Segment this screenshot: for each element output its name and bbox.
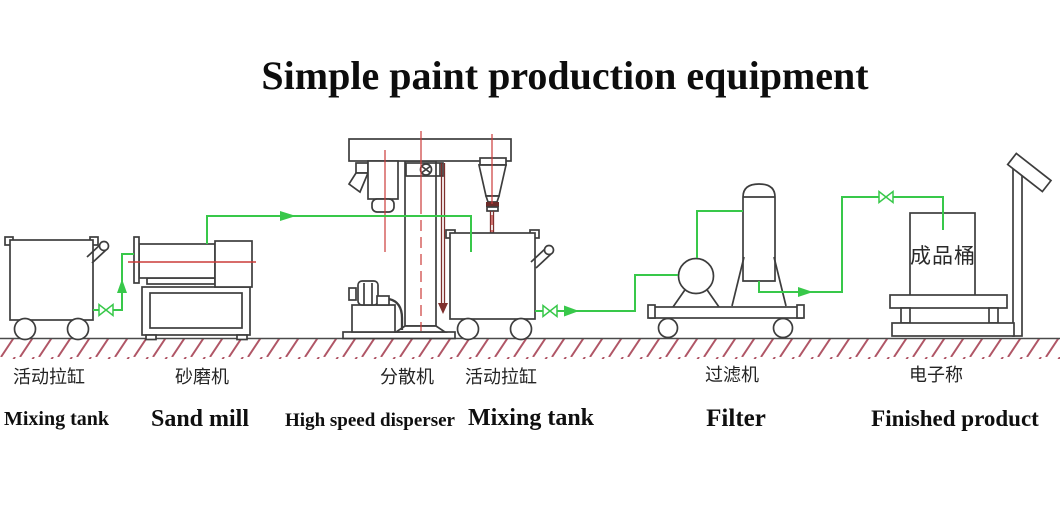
sandmill-foot-left: [145, 334, 157, 341]
flow-arrow-right-icon-2: [564, 305, 579, 317]
scale-display: [1006, 152, 1053, 193]
label-cn-mixing-tank-2: 活动拉缸: [465, 367, 537, 388]
disperser-bracket-arm: [347, 172, 370, 194]
tank1-body: [9, 239, 94, 321]
flow-pipe-4: [696, 210, 743, 258]
disperser-pump-pipe: [388, 297, 404, 330]
diagram-title: Simple paint production equipment: [261, 53, 869, 98]
tank2-spout: [530, 244, 555, 269]
disperser-baseplate: [342, 331, 456, 340]
filter-cart-endcap-left: [647, 304, 656, 319]
label-en-sand-mill: Sand mill: [150, 406, 250, 432]
valve-icon-2: [542, 303, 552, 319]
scale-post: [1012, 164, 1023, 337]
tank1-wheel-left: [13, 317, 37, 341]
disperser-pump-tab: [348, 287, 357, 301]
label-cn-filter: 过滤机: [705, 365, 759, 386]
flow-arrow-up-icon: [117, 279, 127, 293]
filter-leg-right: [773, 256, 787, 307]
disperser-chuck-ring: [486, 206, 499, 212]
disperser-pump-port: [376, 295, 390, 306]
filter-pump: [677, 257, 715, 295]
label-cn-electronic-scale: 电子称: [909, 365, 963, 386]
tank1-spout: [86, 240, 110, 264]
barrel-label: 成品桶: [910, 244, 976, 268]
high-speed-disperser: [342, 131, 517, 340]
filter: [647, 183, 805, 339]
flow-lines: [93, 189, 944, 319]
sandmill-lip: [146, 277, 216, 285]
sandmill-motor-box: [214, 240, 253, 288]
valve-icon-1: [98, 302, 108, 318]
sandmill-base-inner: [149, 292, 243, 329]
sand-mill: [128, 236, 256, 341]
tank2-body: [449, 232, 536, 320]
disperser-chuck: [486, 202, 499, 207]
filter-column: [742, 183, 776, 282]
label-cn-mixing-tank-1: 活动拉缸: [13, 367, 85, 388]
flow-arrow-right-icon-3: [798, 287, 813, 297]
mixing-tank-2: [445, 229, 555, 341]
filter-leg-left: [731, 256, 745, 307]
sandmill-foot-right: [236, 334, 248, 341]
disperser-motor-cap: [371, 198, 395, 213]
disperser-bracket: [355, 162, 369, 174]
filter-wheel-right: [772, 317, 794, 339]
label-en-mixing-tank-1: Mixing tank: [4, 408, 110, 430]
scale-leg-right: [988, 307, 999, 324]
tank2-wheel-right: [509, 317, 533, 341]
valve-icon-3: [878, 189, 888, 205]
scale-leg-left: [900, 307, 911, 324]
scale-platform-bottom: [891, 322, 1015, 337]
filter-cart-deck: [649, 306, 803, 319]
flow-pipe-2: [206, 215, 472, 252]
sandmill-cylinder: [138, 243, 216, 279]
tank2-wheel-left: [456, 317, 480, 341]
label-en-mixing-tank-2: Mixing tank: [467, 405, 595, 431]
ground: [0, 337, 1060, 359]
disperser-motor: [367, 160, 399, 200]
label-cn-sand-mill: 砂磨机: [175, 367, 229, 388]
disperser-crossbar: [348, 138, 512, 162]
disperser-pump-box: [351, 304, 396, 333]
scale-platform-top: [889, 294, 1008, 309]
mixing-tank-1: [4, 236, 110, 341]
label-en-finished-product: Finished product: [871, 406, 1039, 431]
filter-cart-endcap-right: [796, 304, 805, 319]
ground-hatch: [0, 339, 1060, 359]
disperser-cone-mount: [479, 157, 507, 166]
label-en-filter: Filter: [706, 405, 766, 432]
tank1-wheel-right: [66, 317, 90, 341]
flow-arrow-right-icon-1: [280, 211, 296, 221]
disperser-guide-rod: [438, 163, 448, 314]
flow-pipe-5: [758, 196, 879, 293]
label-cn-disperser: 分散机: [380, 367, 434, 388]
sandmill-flange: [133, 236, 140, 284]
disperser-pump-motor: [357, 280, 379, 306]
label-en-disperser: High speed disperser: [285, 410, 455, 431]
filter-wheel-left: [657, 317, 679, 339]
